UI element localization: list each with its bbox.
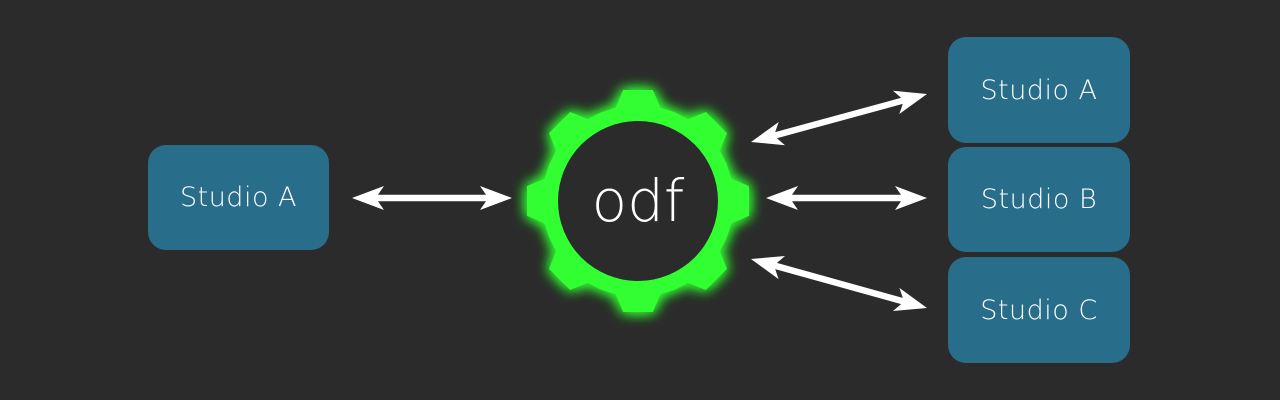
studio-label: Studio C	[980, 294, 1098, 326]
arrow-right-studio-b	[766, 186, 927, 210]
arrow-left-studio	[352, 186, 512, 210]
studio-label: Studio A	[179, 182, 298, 213]
arrow-right-studio-a	[751, 90, 927, 146]
arrow-right-studio-c	[751, 256, 927, 311]
hub-label: odf	[592, 167, 685, 235]
studio-box-right-c: Studio C	[948, 257, 1130, 363]
studio-box-right-a: Studio A	[948, 37, 1130, 143]
studio-label: Studio B	[980, 184, 1098, 215]
gear-center	[558, 121, 718, 281]
gear-icon	[527, 90, 749, 312]
studio-box-right-b: Studio B	[948, 147, 1130, 252]
connector-arrows	[352, 90, 927, 311]
studio-box-left: Studio A	[148, 145, 329, 250]
studio-label: Studio A	[980, 74, 1098, 106]
